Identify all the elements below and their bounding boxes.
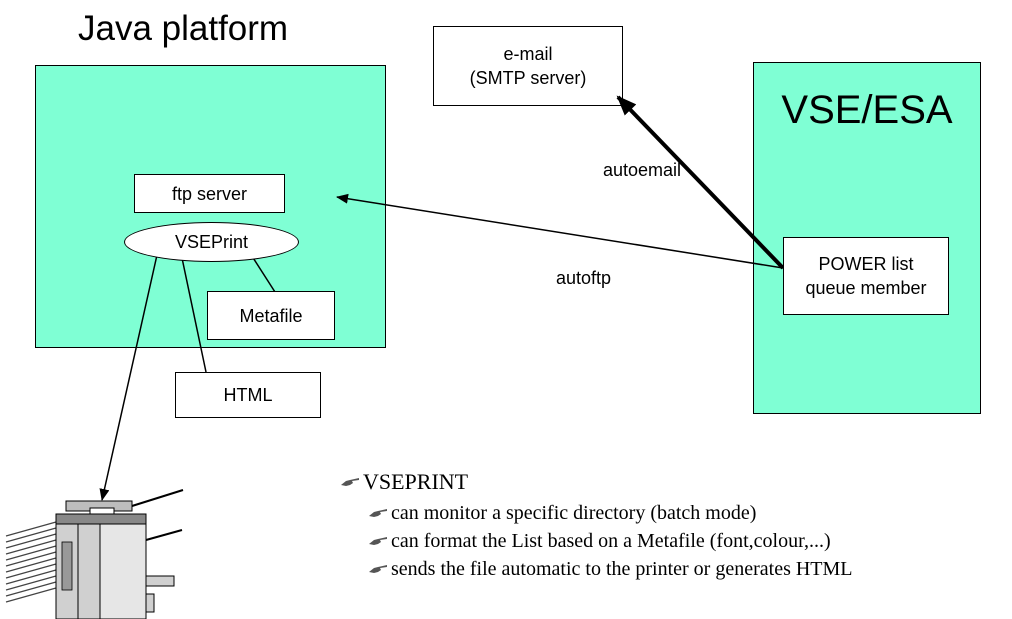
vseprint-label: VSEPrint (174, 232, 249, 252)
printer-icon (5, 489, 184, 619)
bullet-main: VSEPRINT (340, 469, 853, 495)
email-line-1: e-mail (503, 44, 553, 64)
bullet-item: can monitor a specific directory (batch … (368, 499, 853, 527)
vseprint-bullets: VSEPRINT can monitor a specific director… (340, 469, 853, 583)
bullet-item: can format the List based on a Metafile … (368, 527, 853, 555)
bullet-item-label: can monitor a specific directory (batch … (391, 502, 757, 524)
autoemail-label: autoemail (603, 160, 682, 180)
autoftp-arrow (336, 193, 784, 269)
pointing-hand-icon (369, 565, 387, 573)
power-line-1: POWER list (818, 254, 914, 274)
metafile-box: Metafile (207, 291, 335, 340)
email-smtp-box: e-mail (SMTP server) (433, 26, 623, 106)
pointing-hand-icon (369, 509, 387, 517)
html-link-line (181, 257, 207, 373)
autoftp-label: autoftp (556, 268, 612, 288)
page-title: Java platform (78, 9, 289, 48)
printer-arrow (99, 254, 158, 501)
pointing-hand-icon (341, 478, 359, 486)
metafile-link-line (249, 252, 276, 293)
power-line-2: queue member (805, 278, 927, 298)
ftp-server-label: ftp server (171, 183, 248, 204)
metafile-label: Metafile (239, 305, 303, 326)
bullet-item: sends the file automatic to the printer … (368, 555, 853, 583)
html-label: HTML (223, 385, 273, 405)
bullet-main-label: VSEPRINT (363, 469, 469, 494)
html-box: HTML (175, 372, 321, 418)
email-line-2: (SMTP server) (469, 68, 587, 88)
bullet-item-label: can format the List based on a Metafile … (391, 530, 831, 552)
ftp-server-box: ftp server (134, 174, 285, 213)
vseprint-ellipse: VSEPrint (124, 222, 299, 262)
pointing-hand-icon (369, 537, 387, 545)
bullet-item-label: sends the file automatic to the printer … (391, 558, 853, 580)
autoemail-arrow (616, 95, 785, 270)
vse-esa-title: VSE/ESA (781, 88, 953, 132)
power-list-box: POWER list queue member (783, 237, 949, 315)
